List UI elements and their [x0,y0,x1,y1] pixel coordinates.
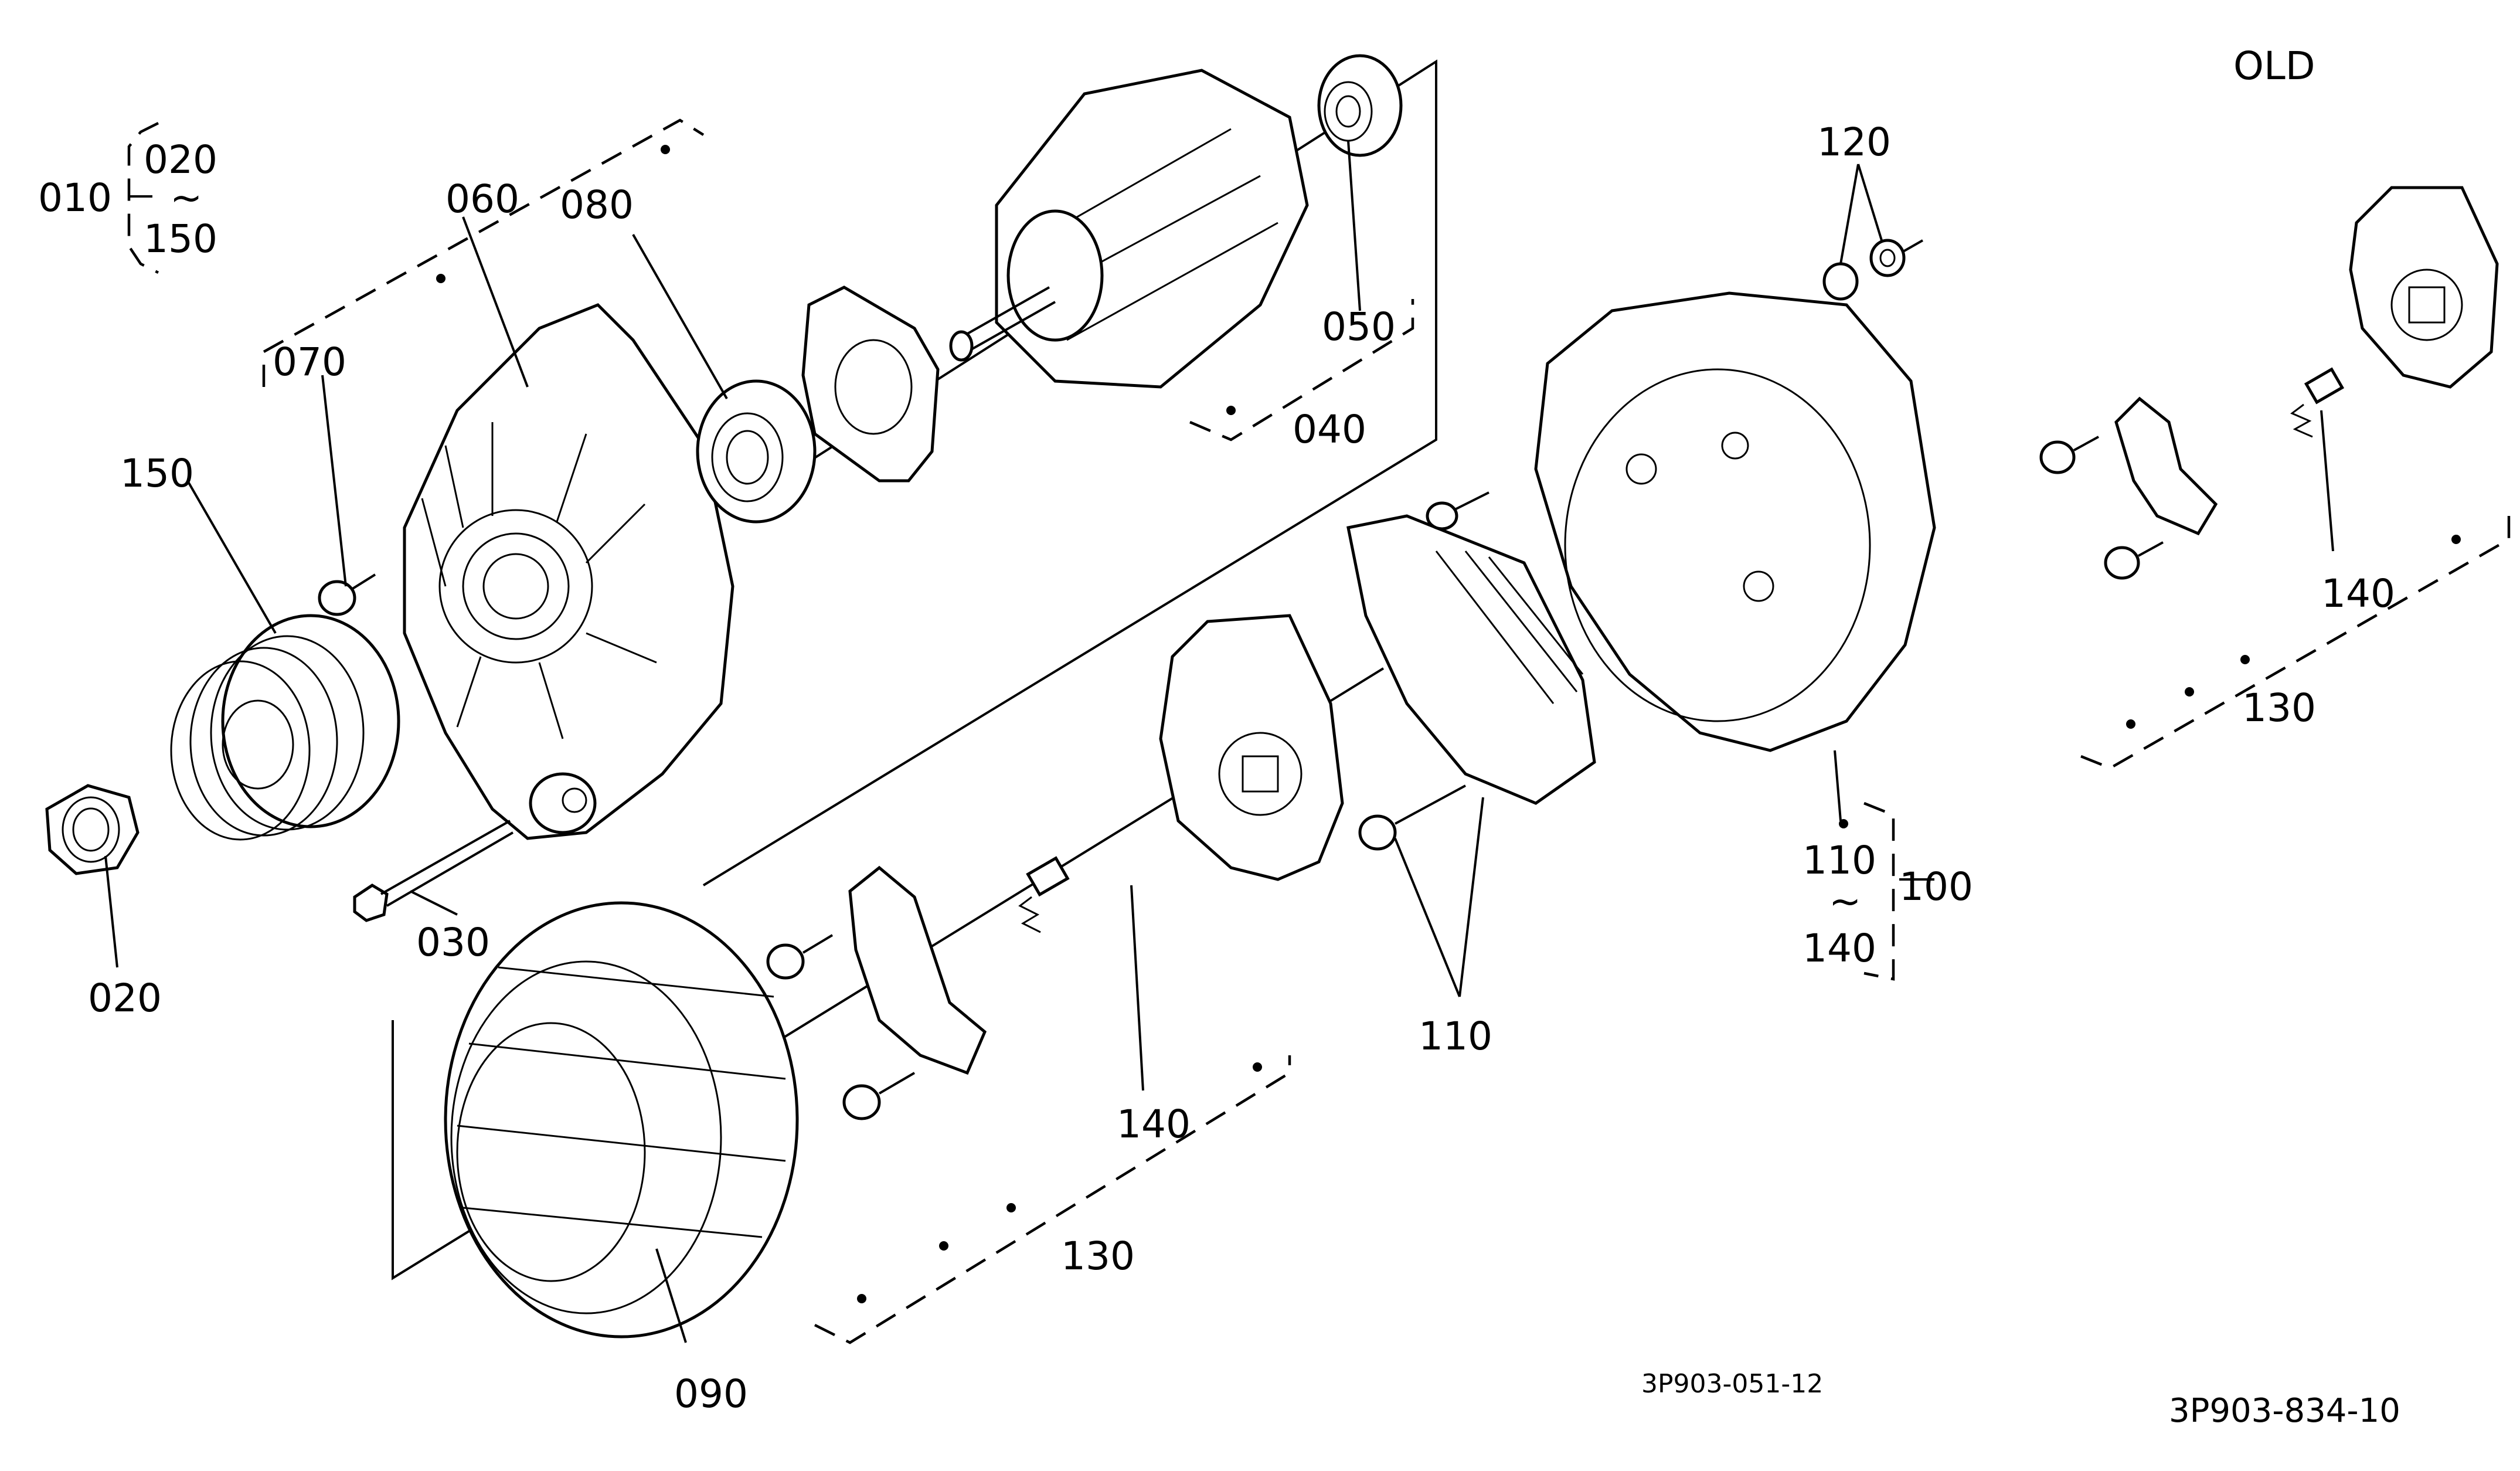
callout-010: 010 [38,175,112,220]
rear-housing-part [1534,291,1936,752]
callout-020-top: 020 [144,137,217,182]
drawing-reference: 3P903-051-12 [1641,1369,1823,1399]
retainer-plate-part [801,286,940,483]
bearing-part [696,379,817,524]
callout-140-group: 140 [1803,926,1876,971]
regulator-part [1159,614,1344,881]
old-brush-bracket-part [2039,396,2218,580]
callout-130: 130 [1061,1234,1135,1279]
callout-080: 080 [560,182,634,227]
callout-140-old: 140 [2321,571,2395,616]
callout-140: 140 [1117,1102,1191,1147]
insulator-part [1822,239,1923,301]
callout-060: 060 [445,176,519,222]
leader-lines [104,140,2334,1343]
callout-040: 040 [1293,407,1366,452]
callout-130-old: 130 [2242,685,2316,731]
callout-050: 050 [1322,304,1396,349]
front-housing-part [403,303,734,840]
callout-150-top: 150 [144,216,217,261]
callout-100: 100 [1899,864,1973,909]
rotor-part [949,69,1309,389]
long-bolt-part [353,820,514,922]
old-brush-holder-part [2349,186,2499,389]
old-variant-label: OLD [2233,43,2315,89]
callout-070: 070 [273,339,346,385]
callout-020: 020 [88,976,162,1021]
callout-120: 120 [1817,120,1891,165]
tilde-separator-100: ~ [1829,879,1861,924]
callout-110-group: 110 [1803,838,1876,883]
brush-bracket-part [766,865,987,1120]
callout-labels: 060 080 070 150 030 020 050 040 090 130 … [38,43,2400,1430]
rear-bearing-part [1317,54,1403,157]
small-bolt-part [318,573,376,616]
nut-part [45,784,140,875]
rectifier-part [1346,491,1596,851]
stator-part [444,901,799,1338]
figure-reference: 3P903-834-10 [2169,1392,2400,1430]
callout-110: 110 [1419,1014,1492,1059]
brush-part [1018,856,1070,933]
callout-030: 030 [416,920,490,965]
tilde-separator-010: ~ [170,175,202,220]
callout-090: 090 [674,1371,748,1416]
reference-dots [436,145,2461,1303]
callout-150: 150 [120,451,194,496]
old-brush-part [2290,367,2345,438]
pulley-part [170,614,400,841]
